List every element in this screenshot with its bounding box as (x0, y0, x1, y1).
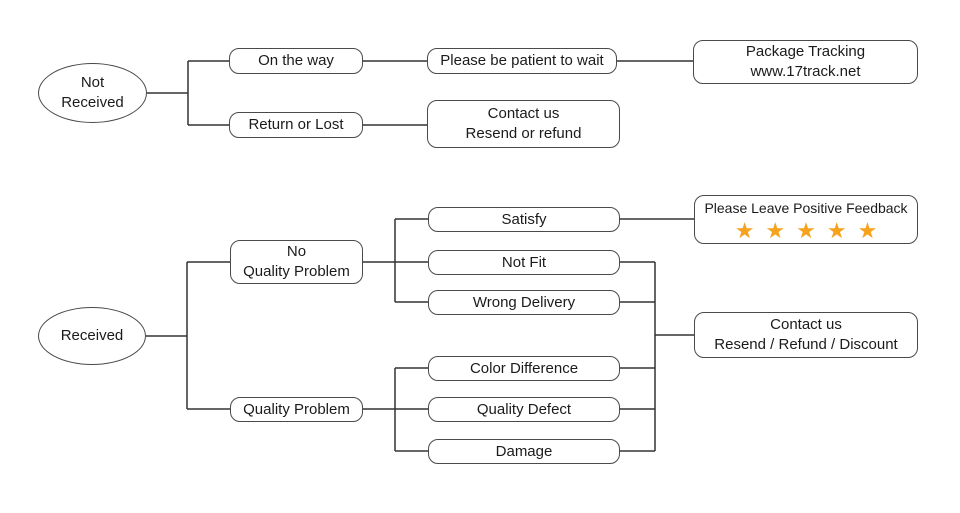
positive-feedback-label: Please Leave Positive Feedback (704, 200, 908, 217)
node-please-be-patient: Please be patient to wait (427, 48, 617, 74)
node-contact-resend-refund-discount: Contact us Resend / Refund / Discount (694, 312, 918, 358)
node-quality-defect: Quality Defect (428, 397, 620, 422)
node-not-received: Not Received (38, 63, 147, 123)
node-wrong-delivery: Wrong Delivery (428, 290, 620, 315)
node-satisfy: Satisfy (428, 207, 620, 232)
node-contact-resend-refund: Contact us Resend or refund (427, 100, 620, 148)
node-positive-feedback: Please Leave Positive Feedback ★★★★★ (694, 195, 918, 244)
node-color-difference: Color Difference (428, 356, 620, 381)
node-received: Received (38, 307, 146, 365)
node-damage: Damage (428, 439, 620, 464)
node-quality-problem: Quality Problem (230, 397, 363, 422)
star-rating-icons: ★★★★★ (734, 217, 889, 243)
node-on-the-way: On the way (229, 48, 363, 74)
node-return-or-lost: Return or Lost (229, 112, 363, 138)
node-not-fit: Not Fit (428, 250, 620, 275)
node-package-tracking: Package Tracking www.17track.net (693, 40, 918, 84)
node-no-quality-problem: No Quality Problem (230, 240, 363, 284)
